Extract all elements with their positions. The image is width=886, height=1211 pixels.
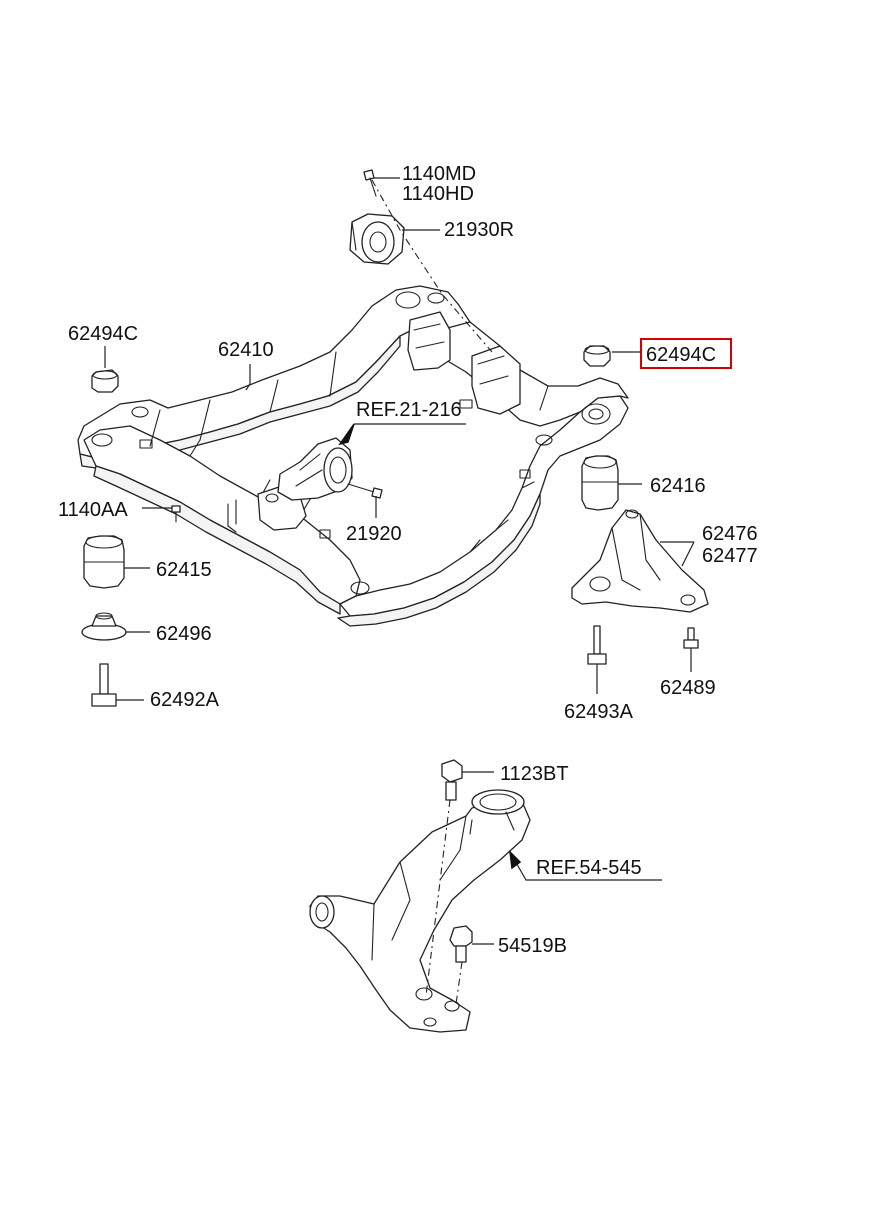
assembly-line-upper <box>371 179 493 353</box>
label-ref-21-216[interactable]: REF.21-216 <box>356 399 462 421</box>
label-62410[interactable]: 62410 <box>218 339 274 361</box>
stopper-right-part[interactable] <box>583 345 611 367</box>
bolt-1140aa-part[interactable] <box>171 505 181 523</box>
label-62416[interactable]: 62416 <box>650 475 706 497</box>
mount-21930r-part[interactable] <box>349 213 405 265</box>
label-21920[interactable]: 21920 <box>346 523 402 545</box>
bushing-left-part[interactable] <box>83 535 125 589</box>
label-62493a[interactable]: 62493A <box>564 701 634 723</box>
bolt-1123bt-part[interactable] <box>441 759 463 801</box>
bracket-part[interactable] <box>571 509 709 613</box>
highlight-box <box>640 338 732 369</box>
label-62496[interactable]: 62496 <box>156 623 212 645</box>
engine-mount-part[interactable] <box>277 437 353 501</box>
stopper-left-part[interactable] <box>91 369 119 393</box>
label-ref-54-545[interactable]: REF.54-545 <box>536 857 642 879</box>
assembly-line-arm-right <box>455 961 463 1005</box>
bolt-62492a-part[interactable] <box>91 663 117 707</box>
assembly-line-arm-left <box>425 799 451 997</box>
label-62494c-right[interactable]: 62494C <box>646 344 716 366</box>
ref-arrow-mount <box>338 423 355 446</box>
label-1140md[interactable]: 1140MD <box>402 163 476 185</box>
label-62415[interactable]: 62415 <box>156 559 212 581</box>
label-62492a[interactable]: 62492A <box>150 689 220 711</box>
label-62477[interactable]: 62477 <box>702 545 758 567</box>
label-21930r[interactable]: 21930R <box>444 219 514 241</box>
bolt-62489-part[interactable] <box>683 627 699 649</box>
lower-arm-part[interactable] <box>309 789 531 1033</box>
label-54519b[interactable]: 54519B <box>498 935 567 957</box>
bushing-right-part[interactable] <box>581 455 619 511</box>
washer-part[interactable] <box>81 612 127 641</box>
bolt-21920-part[interactable] <box>347 483 383 499</box>
label-1123bt[interactable]: 1123BT <box>500 763 569 785</box>
label-62489[interactable]: 62489 <box>660 677 716 699</box>
label-62476[interactable]: 62476 <box>702 523 758 545</box>
label-1140aa[interactable]: 1140AA <box>58 499 128 521</box>
label-1140hd[interactable]: 1140HD <box>402 183 474 205</box>
label-62494c-left[interactable]: 62494C <box>68 323 138 345</box>
ref-arrow-arm <box>508 849 522 870</box>
bushing-54519b-part[interactable] <box>449 925 473 963</box>
bolt-62493a-part[interactable] <box>587 625 607 665</box>
